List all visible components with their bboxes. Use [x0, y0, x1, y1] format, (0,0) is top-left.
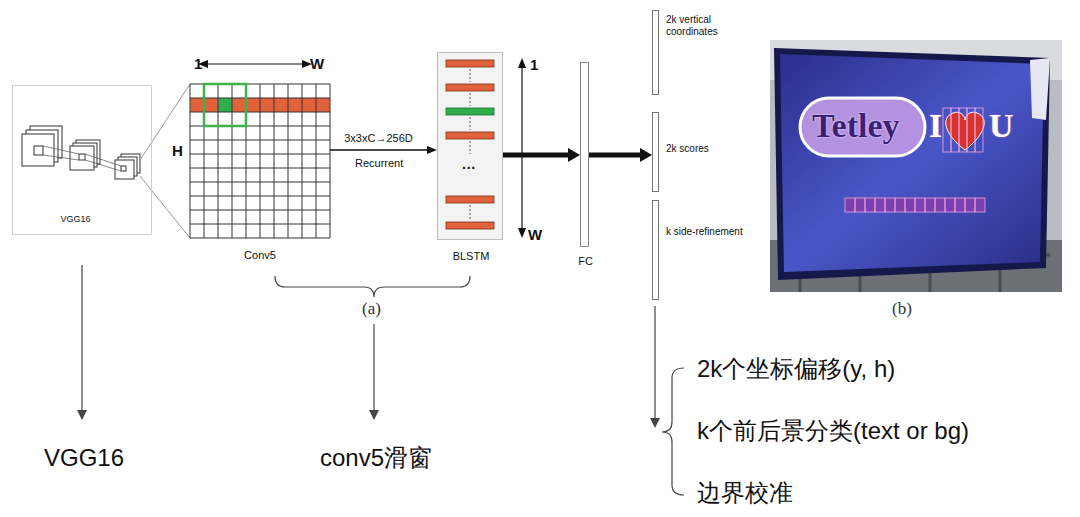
group-brace — [275, 276, 470, 297]
blstm-box: BLSTM — [437, 52, 503, 240]
network-box: VGG16 — [12, 85, 152, 235]
proposal-box — [945, 198, 955, 212]
lstm-cells — [446, 60, 494, 229]
proposal-box — [935, 198, 945, 212]
panel-label: (b) — [892, 299, 912, 319]
node-label: FC — [565, 255, 606, 268]
operation-label: Recurrent — [355, 157, 403, 170]
small-text-band — [845, 198, 985, 212]
window-center-cell — [218, 98, 232, 112]
recurrent-links — [470, 69, 471, 220]
proposal-box — [895, 198, 905, 212]
proposal-box — [965, 198, 975, 212]
proposal-box — [959, 108, 967, 152]
conv-to-blstm-arrow — [330, 149, 427, 150]
feature-grid — [190, 84, 330, 238]
fc-bar: FC — [580, 62, 589, 247]
sequence-arrow — [521, 68, 522, 228]
kernel-square — [34, 146, 43, 155]
proposal-box — [915, 198, 925, 212]
proposal-box — [925, 198, 935, 212]
node-label: 2k vertical coordinates — [666, 14, 730, 37]
output-bar: k side-refinement — [652, 200, 659, 300]
flow-arrow — [589, 153, 640, 158]
edge-label: 3x3xC→256D — [342, 132, 414, 145]
proposal-box — [865, 198, 875, 212]
axis-label: W — [528, 226, 542, 243]
proposal-box — [951, 108, 959, 152]
scene-photo — [770, 40, 1062, 292]
proposal-box — [905, 198, 915, 212]
annotation: 边界校准 — [697, 479, 793, 507]
node-label: Conv5 — [190, 249, 330, 262]
proposal-box — [967, 108, 975, 152]
output-bar: 2k vertical coordinates — [652, 10, 659, 95]
proposal-box — [855, 198, 865, 212]
sliding-window — [204, 84, 246, 126]
annotation: 2k个坐标偏移(y, h) — [697, 355, 895, 383]
photo-ground — [770, 40, 1062, 292]
leader-arrow — [81, 265, 82, 410]
proposal-box — [875, 198, 885, 212]
text-proposals — [845, 198, 985, 212]
feature-map — [22, 134, 54, 166]
zoom-lines — [140, 84, 190, 238]
proposal-box — [975, 198, 985, 212]
annotation: VGG16 — [44, 444, 124, 472]
text-proposals — [943, 108, 983, 152]
photo-text: U — [989, 106, 1014, 145]
projection-lines — [43, 146, 121, 171]
kernel-square — [79, 154, 85, 160]
lstm-cell — [446, 196, 494, 203]
photo-text: I — [929, 106, 942, 145]
lstm-cell — [446, 84, 494, 91]
proposal-box — [975, 108, 983, 152]
output-brace — [662, 368, 684, 495]
axis-label: W — [310, 55, 324, 72]
lstm-cell — [446, 60, 494, 67]
billboard — [780, 54, 1044, 272]
feature-map-grid: Conv5 — [190, 84, 330, 238]
kernel-square — [121, 166, 126, 171]
width-arrow — [208, 63, 302, 64]
photo-text: Tetley — [812, 106, 900, 145]
ellipsis: ··· — [462, 160, 476, 176]
node-label: k side-refinement — [666, 226, 766, 238]
leader-arrow — [654, 306, 655, 418]
billboard-frame — [774, 48, 1050, 280]
node-label: VGG16 — [38, 214, 113, 224]
logo-oval — [800, 98, 925, 156]
proposal-box — [845, 198, 855, 212]
node-label: 2k scores — [666, 143, 756, 155]
leader-arrow — [373, 324, 374, 410]
blstm-ground — [437, 52, 503, 240]
axis-label: 1 — [194, 55, 202, 72]
panel-label: (a) — [362, 299, 381, 319]
node-label: BLSTM — [428, 250, 514, 263]
lstm-cell — [446, 108, 494, 115]
heart-symbol — [946, 112, 984, 150]
annotation: k个前后景分类(text or bg) — [697, 417, 969, 445]
lstm-cell — [446, 222, 494, 229]
lstm-cell — [446, 132, 494, 139]
axis-label: 1 — [530, 56, 538, 73]
flow-arrow — [503, 153, 568, 158]
vgg-cubes — [22, 126, 140, 179]
axis-label: H — [172, 142, 183, 159]
proposal-box — [955, 198, 965, 212]
billboard-glare — [1030, 58, 1050, 120]
proposal-box — [885, 198, 895, 212]
proposal-box — [943, 108, 951, 152]
feature-map — [70, 146, 94, 170]
feature-map — [115, 160, 134, 179]
output-bar: 2k scores — [652, 112, 659, 192]
annotation: conv5滑窗 — [320, 444, 432, 472]
